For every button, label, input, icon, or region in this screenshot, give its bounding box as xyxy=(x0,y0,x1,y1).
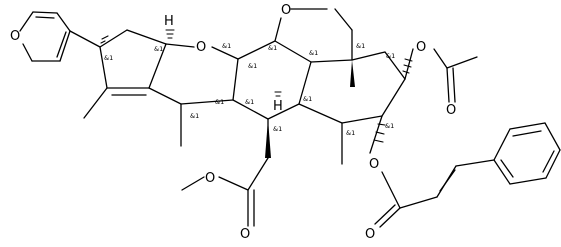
stereo-marker: &1 xyxy=(346,129,355,137)
stereo-marker: &1 xyxy=(248,62,257,70)
stereo-markers: &1 &1 &1 &1 &1 &1 &1 &1 &1 &1 &1 &1 &1 &… xyxy=(104,42,395,137)
o-ring1-label: O xyxy=(196,40,206,55)
o-ester-methyl-label: O xyxy=(205,171,215,186)
h-top-label: H xyxy=(164,14,174,29)
stereo-marker: &1 xyxy=(104,54,113,62)
stereo-marker: &1 xyxy=(273,125,282,133)
o-acetate-label: O xyxy=(416,40,426,55)
o-acetate-carbonyl-label: O xyxy=(446,103,456,118)
hashed-bonds xyxy=(100,29,413,143)
stereo-marker: &1 xyxy=(215,98,224,106)
o-cinnamate-carbonyl-label: O xyxy=(365,227,375,242)
stereo-marker: &1 xyxy=(245,98,254,106)
o-furan-label: O xyxy=(10,29,20,44)
atom-labels: O O O O O O O O O H H xyxy=(10,3,456,242)
stereo-marker: &1 xyxy=(309,49,318,57)
o-ring2-label: O xyxy=(281,3,291,18)
stereo-marker: &1 xyxy=(356,42,365,50)
o-ester-carbonyl-label: O xyxy=(240,227,250,242)
stereo-marker: &1 xyxy=(222,42,231,50)
stereo-marker: &1 xyxy=(154,45,163,53)
h-center-label: H xyxy=(273,99,283,114)
stereo-marker: &1 xyxy=(386,52,395,60)
stereo-marker: &1 xyxy=(385,122,394,130)
stereo-marker: &1 xyxy=(190,112,199,120)
wedge-bonds xyxy=(265,60,355,158)
bond-skeleton xyxy=(19,8,561,228)
o-cinnamate-label: O xyxy=(369,157,379,172)
stereo-marker: &1 xyxy=(303,95,312,103)
stereo-marker: &1 xyxy=(268,44,277,52)
